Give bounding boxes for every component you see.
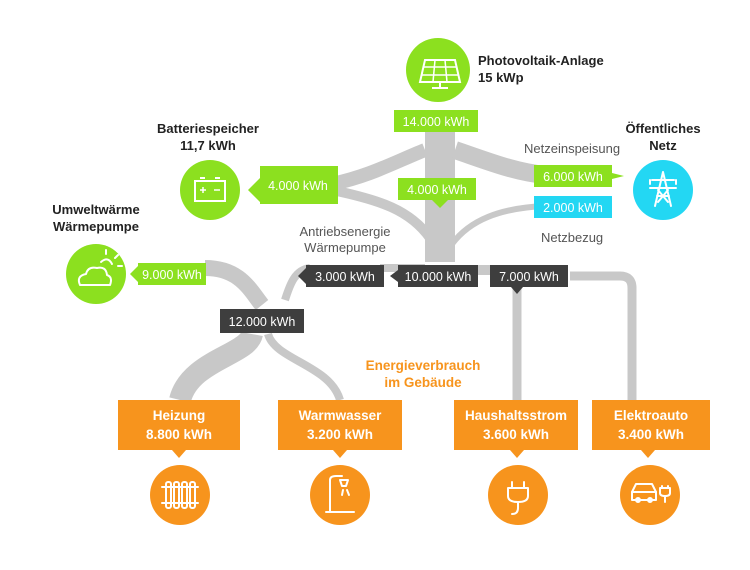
flow-to-heating [169,329,263,404]
pv-value-box [394,110,478,132]
battery-icon [194,177,226,202]
solar-panel-icon [418,59,462,89]
total-value-box [398,265,478,287]
grid-import-value: 2.000 kWh [543,201,603,215]
feed-in-label: Netzeinspeisung [524,141,620,156]
heating-value: 8.800 kWh [146,427,212,442]
total-value: 10.000 kWh [405,270,472,284]
household-total-value: 7.000 kWh [499,270,559,284]
household-box [454,400,578,450]
ambient-heat-subtitle: Wärmepumpe [53,219,139,234]
total-node: 10.000 kWh [390,265,478,287]
battery-subtitle: 11,7 kWh [180,138,236,153]
ambient-heat-value-box [130,263,206,285]
ambient-heat-circle [66,244,126,304]
feed-in-value: 6.000 kWh [543,170,603,184]
hp-drive-subtitle: Wärmepumpe [304,240,386,255]
battery-node: Batteriespeicher 11,7 kWh 4.000 kWh [157,121,338,220]
hotwater-name: Warmwasser [299,408,383,423]
sun-cloud-icon [77,249,123,286]
car-name: Elektroauto [614,408,688,423]
grid-subtitle: Netz [649,138,677,153]
pv-circle [406,38,470,102]
hotwater-box [278,400,402,450]
battery-value-box [248,166,338,204]
center-flow-box [398,178,476,200]
building-subtitle: im Gebäude [384,375,462,390]
pv-title: Photovoltaik-Anlage [478,53,604,68]
grid-title: Öffentliches [625,121,700,136]
center-flow-value: 4.000 kWh [407,183,467,197]
battery-title: Batteriespeicher [157,121,259,136]
household-circle [488,465,548,525]
pv-subtitle: 15 kWp [478,70,524,85]
heating-name: Heizung [153,408,206,423]
power-pylon-icon [649,171,677,207]
hp-drive-title: Antriebsenergie [299,224,390,239]
shower-icon [325,475,355,513]
hp-drive-node: Antriebsenergie Wärmepumpe 3.000 kWh [298,224,391,287]
battery-value: 4.000 kWh [268,179,328,193]
ambient-heat-title: Umweltwärme [52,202,139,217]
car-box [592,400,710,450]
heating-box [118,400,240,450]
flow-to-car [570,271,637,400]
consumer-hotwater: Warmwasser 3.200 kWh [278,400,402,525]
radiator-icon [161,481,199,509]
household-total-box [490,265,568,287]
grid-import-label: Netzbezug [541,230,603,245]
heat-total-box [220,309,304,333]
pv-value: 14.000 kWh [403,115,470,129]
center-flow-node: 4.000 kWh [398,178,476,208]
hotwater-value: 3.200 kWh [307,427,373,442]
grid-node: Öffentliches Netz Netzeinspeisung 6.000 … [524,121,701,245]
flow-to-battery [330,143,428,191]
ambient-heat-value: 9.000 kWh [142,268,202,282]
feed-in-value-box [534,165,624,187]
hotwater-circle [310,465,370,525]
car-icon [631,483,671,503]
hp-drive-value-box [298,265,384,287]
heat-total-value: 12.000 kWh [229,315,296,329]
household-value: 3.600 kWh [483,427,549,442]
consumer-heating: Heizung 8.800 kWh [118,400,240,525]
household-total-node: 7.000 kWh [490,265,568,294]
grid-circle [633,160,693,220]
heat-total-node: 12.000 kWh [220,309,304,333]
ambient-heat-node: Umweltwärme Wärmepumpe 9.000 kWh [52,202,206,304]
household-name: Haushaltsstrom [465,408,567,423]
building-title: Energieverbrauch [366,358,481,373]
plug-icon [507,481,529,515]
car-circle [620,465,680,525]
flow-grid-import [449,203,546,246]
grid-import-value-box [534,196,612,218]
consumer-car: Elektroauto 3.400 kWh [592,400,710,525]
flow-ambient-heat [204,260,269,310]
battery-circle [180,160,240,220]
hp-drive-value: 3.000 kWh [315,270,375,284]
consumer-household: Haushaltsstrom 3.600 kWh [454,400,578,525]
pv-node: Photovoltaik-Anlage 15 kWp 14.000 kWh [394,38,604,132]
flow-to-hotwater [264,332,344,402]
car-value: 3.400 kWh [618,427,684,442]
flow-battery-return [330,185,435,242]
